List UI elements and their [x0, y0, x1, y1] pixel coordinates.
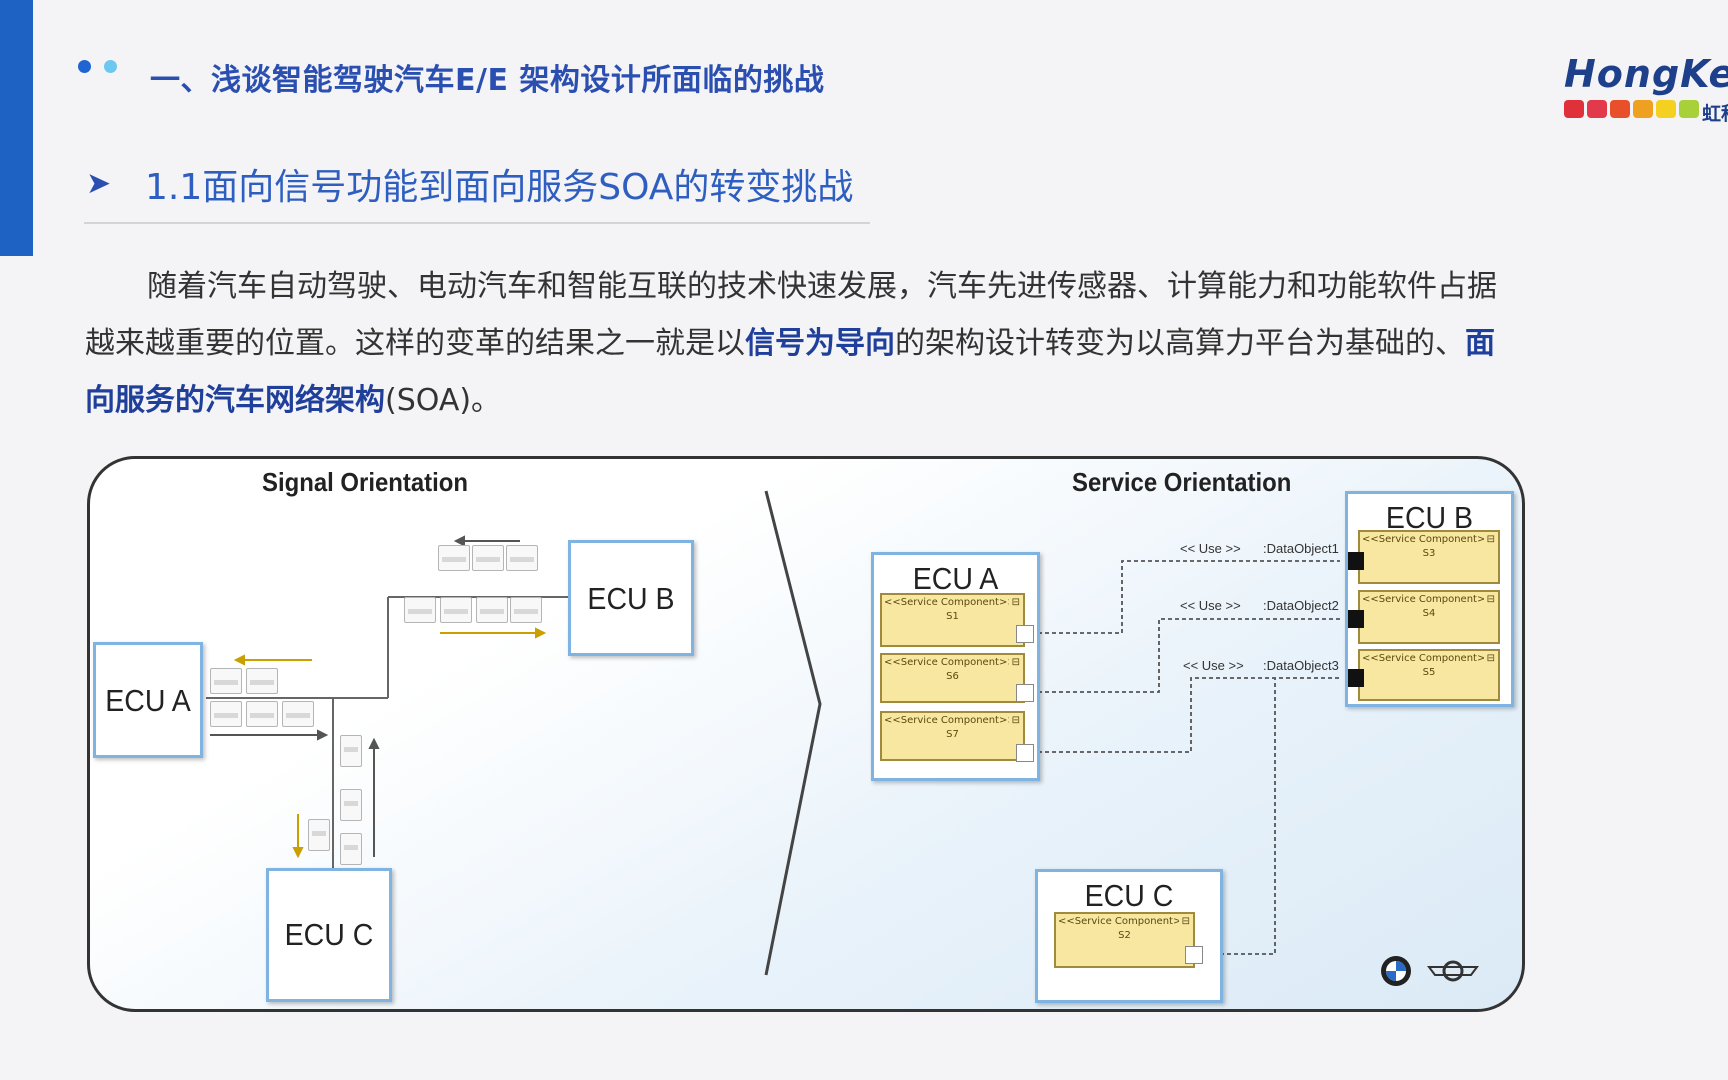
pdu-token: [472, 545, 504, 571]
service-component-s4: <<Service Component>> S4 ⊟: [1358, 590, 1500, 644]
pdu-token: [440, 597, 472, 623]
provided-port: [1185, 946, 1203, 964]
pdu-token: [506, 545, 538, 571]
component-icon: ⊟: [1486, 653, 1495, 664]
pdu-token: [210, 668, 242, 694]
blue-dot: [78, 60, 91, 73]
paragraph-text: 随着汽车自动驾驶、电动汽车和智能互联的技术快速发展，汽车先进传感器、计算能力和功…: [85, 269, 1497, 361]
signal-ecu-a: ECU A: [93, 642, 203, 758]
company-logo: HongKe 虹科: [1562, 52, 1728, 122]
service-component-s7: <<Service Component>> S7 ⊟: [880, 711, 1025, 761]
component-icon: ⊟: [1011, 657, 1020, 668]
component-icon: ⊟: [1011, 715, 1020, 726]
use-label: << Use >>: [1180, 598, 1241, 613]
subheading-divider: [84, 222, 870, 224]
component-id: S6: [946, 671, 959, 682]
provided-port: [1016, 684, 1034, 702]
component-id: S2: [1118, 930, 1131, 941]
pdu-token: [340, 735, 362, 767]
pdu-token: [510, 597, 542, 623]
component-stereotype: <<Service Component>>: [1058, 916, 1179, 927]
component-id: S1: [946, 611, 959, 622]
service-component-s5: <<Service Component>> S5 ⊟: [1358, 649, 1500, 701]
component-id: S4: [1422, 608, 1436, 619]
component-stereotype: <<Service Component>>: [884, 597, 1009, 608]
signal-ecu-c: ECU C: [266, 868, 392, 1002]
component-stereotype: <<Service Component>>: [1362, 534, 1484, 545]
pdu-token: [246, 701, 278, 727]
required-port: [1348, 669, 1364, 687]
service-component-s3: <<Service Component>> S3 ⊟: [1358, 530, 1500, 584]
component-icon: ⊟: [1486, 534, 1495, 545]
paragraph-text: 的架构设计转变为以高算力平台为基础的、: [895, 326, 1465, 361]
pdu-token: [438, 545, 470, 571]
logo-wordmark: HongKe: [1564, 52, 1728, 96]
use-label: << Use >>: [1183, 658, 1244, 673]
data-object-label: :DataObject2: [1263, 598, 1339, 613]
pdu-token: [476, 597, 508, 623]
service-ecu-a: ECU A <<Service Component>> S1 ⊟ <<Servi…: [871, 552, 1040, 781]
component-stereotype: <<Service Component>>: [884, 715, 1009, 726]
component-icon: ⊟: [1486, 594, 1495, 605]
data-object-label: :DataObject1: [1263, 541, 1339, 556]
pdu-token: [246, 668, 278, 694]
soa-comparison-diagram: Signal Orientation Service Orientation E…: [87, 456, 1525, 1012]
pdu-token: [340, 789, 362, 821]
subheading: 1.1面向信号功能到面向服务SOA的转变挑战: [145, 167, 854, 208]
component-icon: ⊟: [1011, 597, 1020, 608]
ecu-label: ECU B: [587, 581, 675, 616]
service-component-s6: <<Service Component>> S6 ⊟: [880, 653, 1025, 703]
provided-port: [1016, 625, 1034, 643]
accent-bar: [0, 0, 33, 256]
pdu-token: [404, 597, 436, 623]
logo-color-stripes: [1564, 100, 1702, 118]
service-orientation-title: Service Orientation: [1072, 467, 1292, 497]
service-ecu-c: ECU C <<Service Component>> S2 ⊟: [1035, 869, 1223, 1003]
pdu-token: [282, 701, 314, 727]
section-title: 一、浅谈智能驾驶汽车E/E 架构设计所面临的挑战: [150, 63, 825, 98]
subheading-bullet-icon: ➤: [86, 166, 112, 201]
required-port: [1348, 552, 1364, 570]
logo-chinese-name: 虹科: [1702, 103, 1728, 122]
component-icon: ⊟: [1181, 916, 1190, 927]
component-stereotype: <<Service Component>>: [1362, 594, 1484, 605]
paragraph-text: (SOA)。: [385, 383, 502, 418]
required-port: [1348, 610, 1364, 628]
service-component-s1: <<Service Component>> S1 ⊟: [880, 593, 1025, 647]
bmw-mini-logo-icon: [1381, 956, 1479, 986]
service-component-s2: <<Service Component>> S2 ⊟: [1054, 912, 1195, 968]
pdu-token: [210, 701, 242, 727]
paragraph-emphasis-soa: 面向服务的汽车网络架构: [85, 326, 1495, 418]
data-object-label: :DataObject3: [1263, 658, 1339, 673]
ecu-label: ECU C: [284, 917, 374, 952]
ecu-label: ECU A: [912, 561, 999, 596]
pdu-token: [308, 819, 330, 851]
component-id: S7: [946, 729, 959, 740]
use-label: << Use >>: [1180, 541, 1241, 556]
ecu-label: ECU A: [105, 683, 191, 718]
signal-ecu-b: ECU B: [568, 540, 694, 656]
light-blue-dot: [104, 60, 117, 73]
service-ecu-b: ECU B <<Service Component>> S3 ⊟ <<Servi…: [1345, 491, 1514, 707]
component-id: S5: [1422, 667, 1436, 678]
ecu-label: ECU B: [1385, 500, 1474, 535]
signal-orientation-title: Signal Orientation: [262, 467, 469, 497]
component-id: S3: [1422, 548, 1436, 559]
pdu-token: [340, 833, 362, 865]
ecu-label: ECU C: [1084, 878, 1174, 913]
intro-paragraph: 随着汽车自动驾驶、电动汽车和智能互联的技术快速发展，汽车先进传感器、计算能力和功…: [85, 258, 1505, 429]
paragraph-emphasis-signal: 信号为导向: [745, 326, 895, 361]
provided-port: [1016, 744, 1034, 762]
component-stereotype: <<Service Component>>: [1362, 653, 1484, 664]
component-stereotype: <<Service Component>>: [884, 657, 1009, 668]
